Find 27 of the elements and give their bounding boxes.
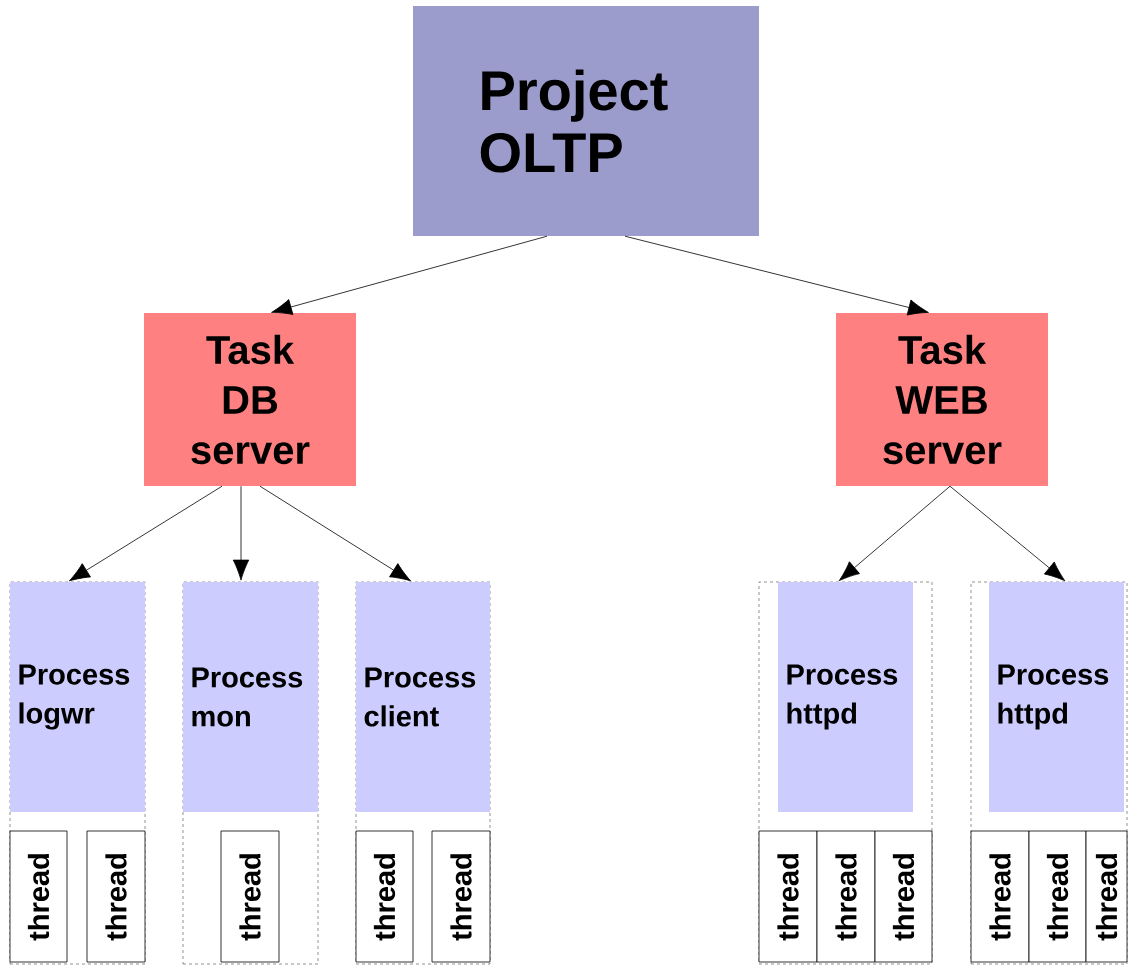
process-box: Process mon	[183, 582, 318, 812]
arrow	[624, 235, 929, 316]
process-box: Process logwr	[10, 582, 145, 812]
process-box: Process client	[356, 582, 490, 812]
arrow	[838, 485, 951, 582]
arrow	[271, 235, 548, 315]
arrow	[68, 485, 223, 582]
arrow	[259, 485, 412, 582]
dashed-frame	[182, 581, 319, 965]
thread-box: thread	[220, 830, 280, 963]
thread-box: thread	[1028, 830, 1087, 963]
task-box: Task DB server	[144, 313, 356, 486]
thread-box: thread	[1085, 830, 1128, 963]
thread-box: thread	[431, 830, 491, 963]
arrow	[232, 485, 250, 581]
thread-box: thread	[9, 830, 68, 963]
thread-box: thread	[86, 830, 146, 963]
thread-box: thread	[970, 830, 1030, 963]
thread-box: thread	[355, 830, 414, 963]
arrow	[949, 485, 1066, 582]
process-box: Process httpd	[989, 582, 1124, 812]
project-box: Project OLTP	[413, 6, 759, 236]
thread-box: thread	[816, 830, 876, 963]
process-box: Process httpd	[778, 582, 913, 812]
thread-box: thread	[874, 830, 933, 963]
task-box: Task WEB server	[836, 313, 1048, 486]
thread-box: thread	[758, 830, 818, 963]
